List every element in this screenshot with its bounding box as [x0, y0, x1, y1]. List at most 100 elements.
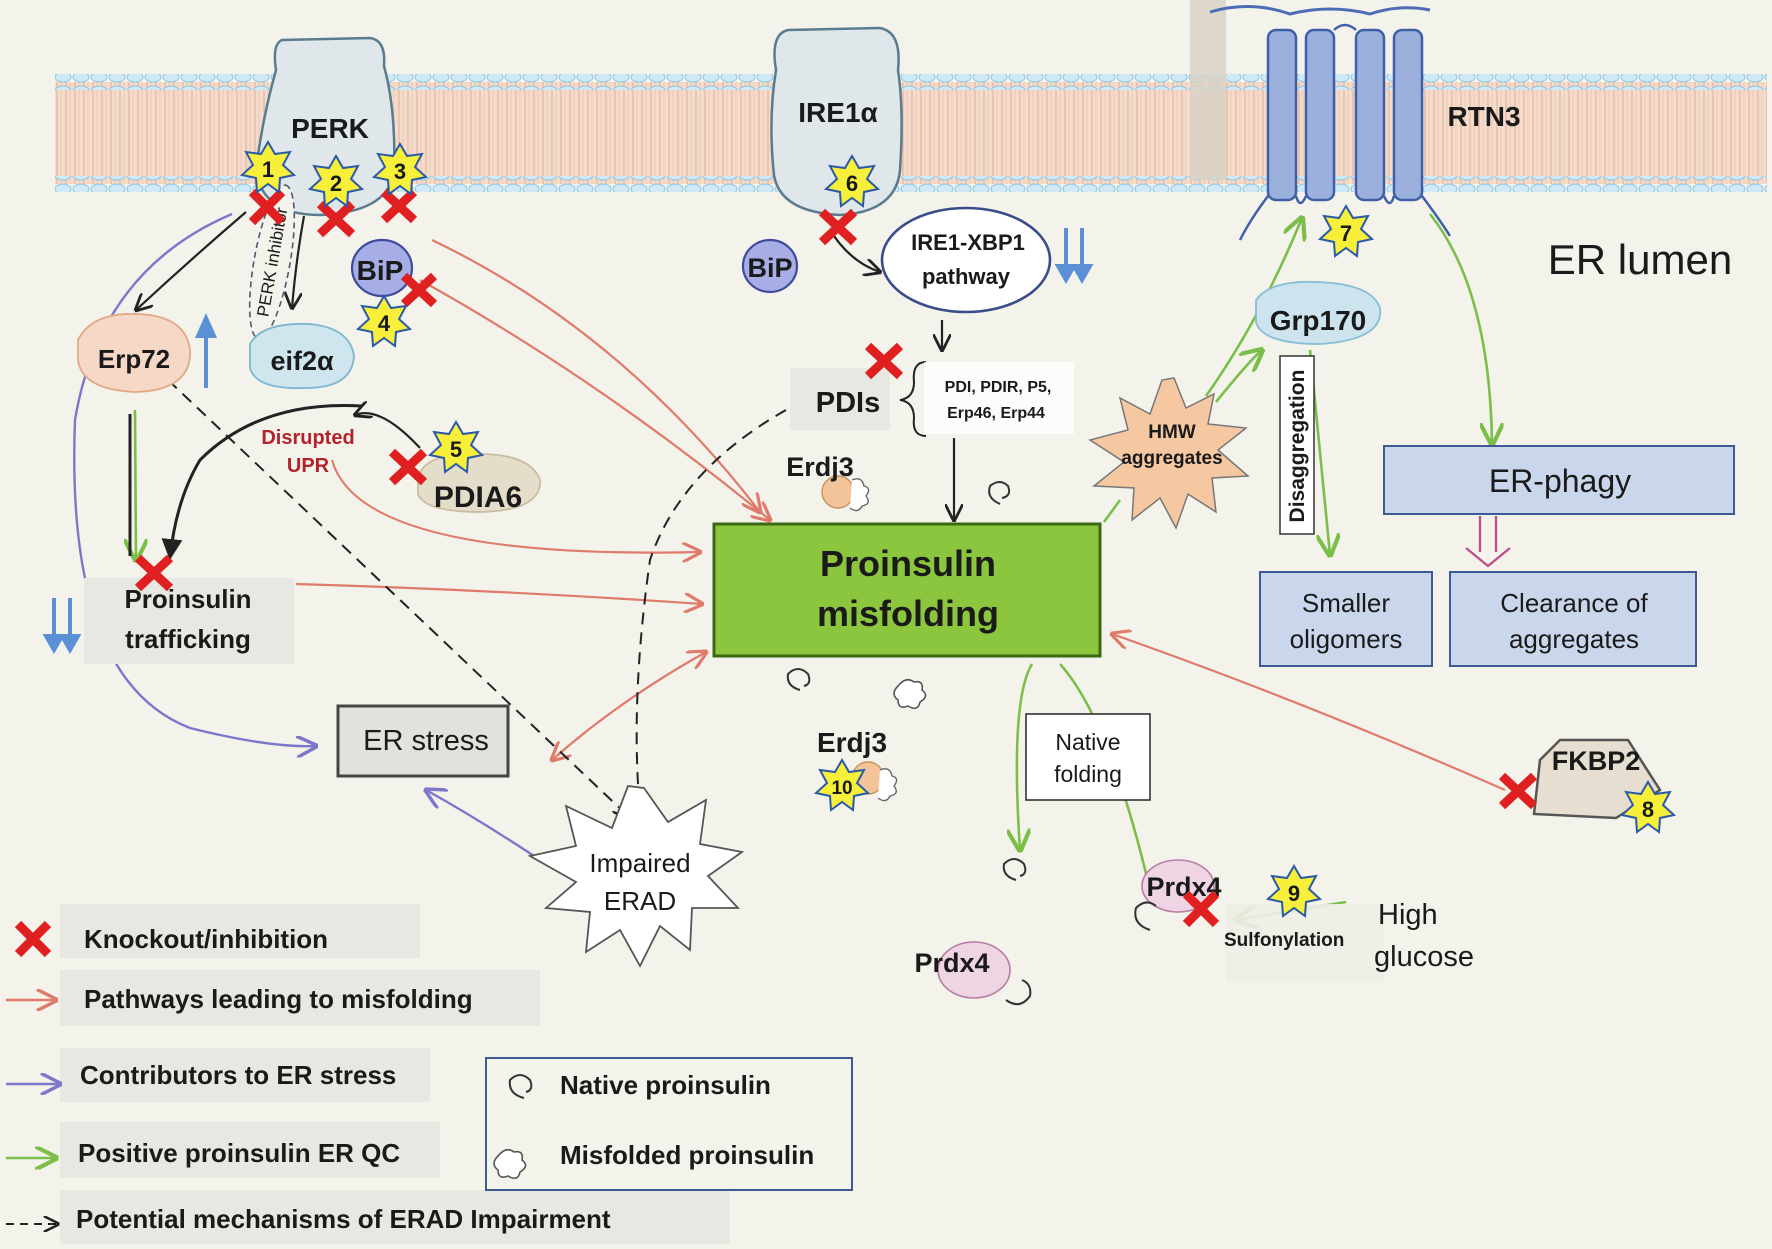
arrow-fkbp2-to-misfolding [1112, 634, 1506, 792]
dashed-erad-arrows [167, 379, 787, 816]
knockout-icon [1498, 772, 1538, 810]
star-number: 3 [394, 159, 406, 184]
line-misfolding-to-hmw [1102, 499, 1122, 523]
star-icon [307, 154, 365, 208]
pdi-list-1: PDI, PDIR, P5, [945, 379, 1052, 396]
impaired-erad-burst: Impaired ERAD [527, 785, 745, 968]
erp72-up-arrow-head [194, 313, 218, 338]
ire1-xbp1-label-1: IRE1-XBP1 [911, 230, 1025, 255]
pdis-node: PDIs PDI, PDIR, P5, Erp46, Erp44 [790, 361, 1074, 437]
star-icon [823, 154, 881, 208]
star-number: 2 [330, 171, 342, 196]
ire1-xbp1-label-2: pathway [922, 264, 1011, 289]
legend-potential-label: Potential mechanisms of ERAD Impairment [76, 1204, 611, 1234]
star-4: 4 [355, 294, 413, 348]
star-icon [427, 420, 485, 474]
disaggregation-label: Disaggregation [1286, 370, 1309, 523]
star-number: 8 [1642, 797, 1654, 822]
bip-label-2: BiP [747, 253, 792, 283]
legend-knockout-icon [14, 920, 52, 958]
knockout-icon [864, 342, 904, 380]
legend-native-proinsulin-icon [508, 1074, 533, 1099]
knockout-marks [134, 188, 1538, 928]
arrow-erp72-to-erad [167, 379, 628, 816]
arrow-erphagy-to-clearance [1465, 516, 1511, 568]
level-arrows [42, 228, 1094, 655]
oligomers-label: oligomers [1290, 624, 1403, 654]
star-icon [355, 294, 413, 348]
aggregates-label: aggregates [1121, 448, 1222, 469]
native-label: Native [1055, 729, 1120, 755]
star-number: 5 [450, 437, 462, 462]
glucose-label: glucose [1374, 941, 1474, 973]
star-5: 5 [427, 420, 485, 474]
er-lumen-label: ER lumen [1548, 236, 1732, 283]
legend: Knockout/inhibition Pathways leading to … [6, 904, 853, 1244]
perk-label: PERK [291, 113, 369, 144]
star-2: 2 [307, 154, 365, 208]
arrow-perk-to-erp72 [136, 211, 247, 310]
star-icon [813, 758, 871, 812]
grp170-label: Grp170 [1270, 305, 1367, 336]
black-arrows [128, 211, 954, 561]
star-number: 6 [846, 171, 858, 196]
arrow-upr-to-misfolding [330, 459, 700, 553]
folding-label: folding [1054, 761, 1122, 787]
smaller-label: Smaller [1302, 588, 1390, 618]
pdis-label: PDIs [816, 387, 880, 419]
arrow-misfolding-er-stress [552, 652, 706, 760]
disaggregation-label-box: Disaggregation [1279, 355, 1315, 535]
arrow-perk-to-misfolding [431, 239, 760, 512]
legend-pathways-label: Pathways leading to misfolding [84, 984, 473, 1014]
knockout-icon [134, 554, 174, 592]
disrupted-upr: Disrupted UPR [261, 427, 354, 477]
star-icon [1619, 780, 1677, 834]
bip-node-2: BiP [741, 238, 799, 294]
misfolded-proinsulin-icon [893, 678, 927, 710]
grp170-node: Grp170 [1255, 280, 1382, 345]
arrow-trafficking-to-misfolding [295, 582, 702, 604]
proinsulin-misfolding-box: Proinsulin misfolding [712, 522, 1102, 658]
arrow-hmw-to-grp170 [1214, 350, 1262, 403]
knockout-icon [380, 188, 418, 224]
pdi-list-2: Erp46, Erp44 [947, 405, 1045, 422]
arrow-perk-to-eif2a [292, 215, 306, 308]
star-number: 9 [1288, 881, 1300, 906]
arrow-erad-to-er-stress [426, 790, 541, 861]
disrupted-label: Disrupted [261, 427, 354, 449]
knockout-icon [248, 188, 286, 226]
numbered-stars: 1 2 3 4 5 6 7 8 [239, 140, 1677, 918]
eif2a-node: eif2α [249, 322, 355, 390]
sulfonylation-label: Sulfonylation [1224, 930, 1344, 951]
rtn3-protein: RTN3 [1209, 5, 1521, 241]
hmw-label: HMW [1148, 422, 1196, 443]
misfolding-label-2: misfolding [817, 593, 999, 634]
hmw-aggregates-burst: HMW aggregates [1088, 377, 1250, 530]
knockout-icon [400, 272, 438, 308]
star-number: 10 [831, 778, 852, 799]
er-phagy-box: ER-phagy [1383, 445, 1735, 515]
knockout-icon [388, 448, 428, 486]
legend-misfolded-label: Misfolded proinsulin [560, 1140, 814, 1170]
high-label: High [1378, 899, 1438, 931]
impaired-label: Impaired [589, 848, 690, 878]
native-proinsulin-icon [988, 481, 1011, 505]
star-1: 1 [239, 140, 297, 194]
trafficking-label-1: Proinsulin [124, 584, 251, 614]
pdia6-label: PDIA6 [434, 481, 522, 514]
er-stress-box: ER stress [336, 704, 510, 778]
native-folding-box: Native folding [1025, 713, 1151, 801]
star-icon [239, 140, 297, 194]
misfolding-label-1: Proinsulin [820, 543, 996, 584]
arrow-bip-to-misfolding [419, 279, 770, 520]
arrow-pdia6-to-upr [355, 413, 421, 449]
star-7: 7 [1317, 204, 1375, 258]
legend-contributors-label: Contributors to ER stress [80, 1060, 396, 1090]
er-stress-label: ER stress [363, 725, 489, 757]
star-10: 10 [813, 758, 871, 812]
native-proinsulin-icon [786, 668, 811, 691]
clearance-box: Clearance of aggregates [1449, 571, 1697, 667]
high-glucose: Sulfonylation High glucose [1224, 899, 1474, 982]
erdj3-top: Erdj3 [786, 452, 870, 512]
